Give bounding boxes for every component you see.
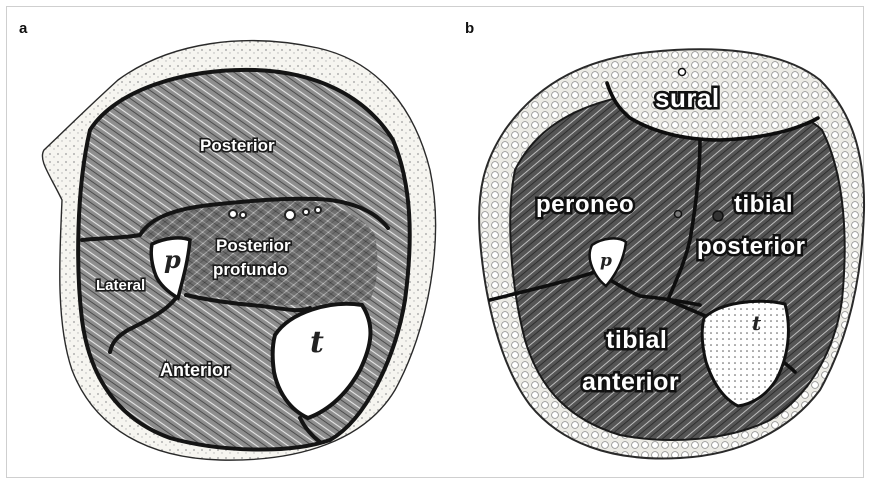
label-posterior: Posterior bbox=[200, 136, 275, 155]
label-tibial-anterior-1: tibial bbox=[606, 326, 667, 354]
label-tibial-posterior-1: tibial bbox=[734, 191, 793, 218]
label-peroneo: peroneo bbox=[536, 191, 634, 218]
panel-a-diagram: Posterior Posterior profundo Lateral Ant… bbox=[42, 41, 435, 460]
label-posterior-deep-2: profundo bbox=[213, 260, 288, 279]
label-posterior-deep-1: Posterior bbox=[216, 236, 291, 255]
label-tibial-anterior-2: anterior bbox=[582, 368, 679, 396]
label-fibula-b: p bbox=[600, 251, 612, 271]
label-anterior: Anterior bbox=[160, 360, 230, 380]
label-tibia-a: t bbox=[310, 325, 324, 360]
label-tibial-posterior-2: posterior bbox=[697, 233, 806, 260]
label-tibia-b: t bbox=[752, 311, 762, 335]
label-lateral: Lateral bbox=[96, 277, 145, 294]
label-fibula-a: p bbox=[164, 245, 181, 274]
label-sural: sural bbox=[655, 83, 720, 113]
panel-b-diagram: sural peroneo tibial posterior tibial an… bbox=[479, 49, 864, 458]
